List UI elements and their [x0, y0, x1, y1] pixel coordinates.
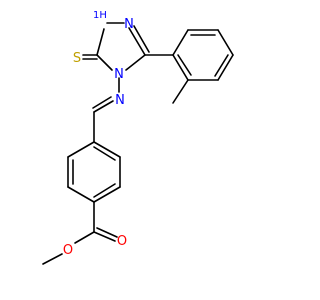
- atom-n: N: [115, 93, 125, 108]
- bond: [42, 253, 63, 265]
- bond: [214, 54, 229, 77]
- atom-labels: 1H N N N S N O O: [63, 10, 134, 258]
- bond: [217, 54, 234, 81]
- atom-nh: 1H: [93, 10, 107, 21]
- molecule-diagram: 1H N N N S N O O: [42, 10, 234, 265]
- bond: [92, 96, 112, 109]
- bonds: [42, 22, 234, 265]
- bond: [67, 186, 95, 203]
- atom-n: N: [124, 17, 134, 32]
- bond: [93, 183, 116, 198]
- bond: [93, 186, 121, 203]
- bond: [74, 231, 95, 244]
- bond: [96, 54, 113, 71]
- bond: [93, 141, 121, 158]
- atom-n: N: [114, 67, 124, 82]
- bond: [172, 54, 189, 81]
- bond: [172, 29, 189, 56]
- bond: [172, 79, 189, 104]
- bond: [128, 27, 146, 56]
- bond: [93, 146, 116, 161]
- atom-o: O: [117, 234, 127, 249]
- atom-o: O: [63, 243, 73, 258]
- bond: [96, 227, 118, 238]
- bond: [93, 100, 114, 113]
- structure-svg: 1H N N N S N O O: [42, 10, 234, 265]
- atom-s: S: [73, 51, 81, 66]
- bond: [96, 28, 105, 56]
- bond: [177, 54, 192, 76]
- bond: [133, 25, 150, 53]
- bond: [67, 141, 95, 158]
- bond: [93, 231, 116, 242]
- bond: [217, 29, 234, 56]
- bond: [125, 54, 146, 71]
